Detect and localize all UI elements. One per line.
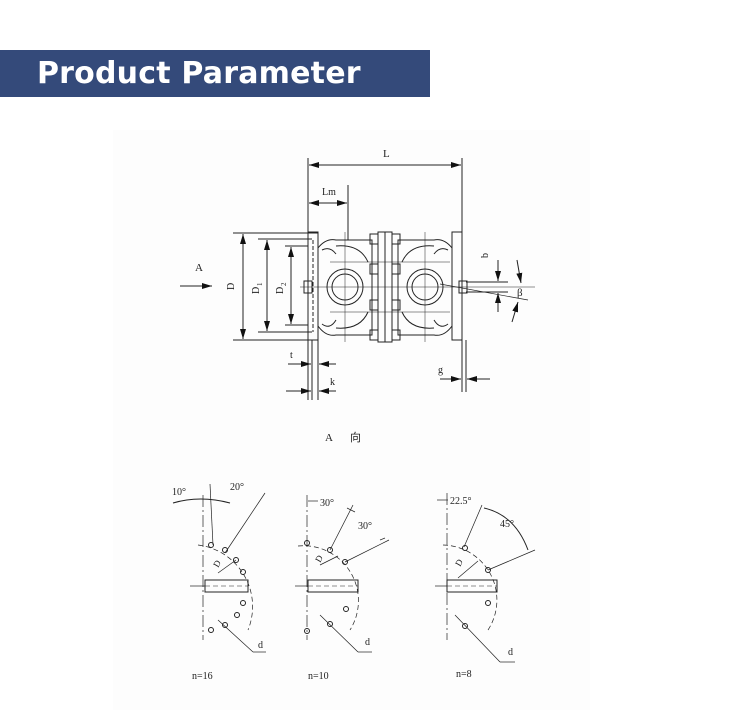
label-Lm: Lm	[322, 187, 336, 198]
label-t: t	[290, 350, 293, 361]
bp16-n-label: n=16	[192, 671, 213, 682]
bp16-pitch-angle: 20°	[230, 482, 244, 493]
bp10-circle-label: D	[313, 553, 325, 564]
label-D2-sub: 2	[280, 282, 288, 286]
label-b: b	[480, 253, 491, 258]
view-caption-direction: 向	[350, 430, 361, 444]
bp16-circle-label: D	[211, 558, 223, 569]
label-A: A	[195, 262, 203, 274]
label-D1-sub: 1	[256, 282, 264, 286]
bp8-pitch-angle: 45°	[500, 519, 514, 530]
drawing-panel	[113, 130, 590, 710]
label-g: g	[438, 365, 443, 376]
header-banner: Product Parameter	[0, 50, 430, 97]
label-beta: β	[517, 287, 523, 299]
bp16-hole-label: d	[258, 640, 263, 651]
bp10-offset-angle: 30°	[320, 498, 334, 509]
bp10-n-label: n=10	[308, 671, 329, 682]
bp8-hole-label: d	[508, 647, 513, 658]
label-k: k	[330, 377, 335, 388]
bp10-pitch-angle: 30°	[358, 521, 372, 532]
bolt-pattern-n8	[435, 493, 536, 663]
label-D: D	[226, 283, 237, 290]
bolt-pattern-n10	[295, 495, 390, 653]
bp10-hole-label: d	[365, 637, 370, 648]
bolt-pattern-n16	[172, 483, 266, 653]
label-L: L	[383, 148, 390, 160]
page-title: Product Parameter	[37, 56, 361, 91]
bp8-circle-label: D	[453, 557, 465, 568]
label-D2: D	[275, 287, 286, 294]
coupling-elevation	[180, 158, 535, 400]
view-caption-letter: A	[325, 432, 333, 444]
bp8-n-label: n=8	[456, 669, 472, 680]
bp16-offset-angle: 10°	[172, 487, 186, 498]
bp8-offset-angle: 22.5°	[450, 496, 472, 507]
label-D1: D	[251, 287, 262, 294]
